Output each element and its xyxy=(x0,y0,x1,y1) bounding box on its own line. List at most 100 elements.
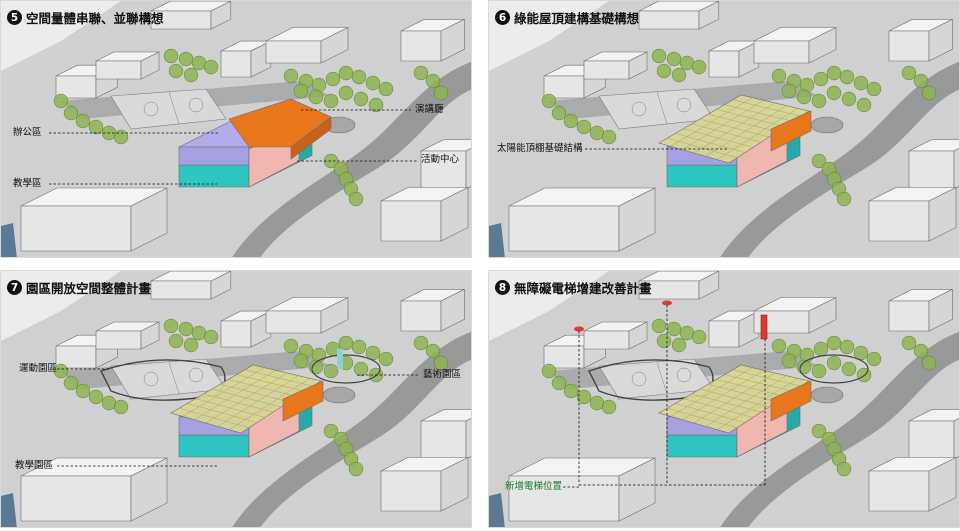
tree-icon xyxy=(168,63,184,79)
panel-number: 5 xyxy=(7,10,22,25)
building-side xyxy=(140,321,160,350)
scene-illustration xyxy=(1,271,471,527)
tree-icon xyxy=(63,375,79,391)
tree-icon xyxy=(425,73,441,89)
elevator-marker xyxy=(574,326,584,332)
tree-icon xyxy=(308,89,324,105)
tree-icon xyxy=(853,75,869,91)
court-circle xyxy=(188,97,204,113)
tree-icon xyxy=(425,343,441,359)
tree-icon xyxy=(203,329,219,345)
panel-number: 7 xyxy=(7,280,22,295)
building-front xyxy=(95,330,142,350)
building-front xyxy=(908,420,955,460)
building-front xyxy=(265,40,322,64)
tree-icon xyxy=(656,333,672,349)
tree-icon xyxy=(826,85,842,101)
court-circle xyxy=(631,371,647,387)
hillside xyxy=(1,271,121,341)
tree-icon xyxy=(541,363,557,379)
tree-icon xyxy=(651,318,667,334)
scene-illustration xyxy=(489,1,959,257)
tree-icon xyxy=(671,67,687,83)
label-auditorium: 演講廳 xyxy=(415,104,444,115)
tree-icon xyxy=(541,93,557,109)
auditorium-side xyxy=(290,116,332,160)
court-circle xyxy=(631,101,647,117)
court-line xyxy=(656,361,668,395)
basketball-court xyxy=(110,88,227,130)
tree-icon xyxy=(691,329,707,345)
solar-canopy xyxy=(658,94,810,164)
hillside xyxy=(1,1,121,71)
building-side xyxy=(130,187,168,252)
hillside xyxy=(489,271,609,341)
tree-icon xyxy=(88,119,104,135)
tree-icon xyxy=(813,71,829,87)
tree-icon xyxy=(75,383,91,399)
solar-grid-line xyxy=(205,372,288,424)
building-side xyxy=(953,418,959,460)
tree-icon xyxy=(323,363,339,379)
tree-icon xyxy=(836,461,852,477)
tree-icon xyxy=(551,375,567,391)
building-side xyxy=(440,288,465,332)
label-solar-structure: 太陽能頂棚基礎結構 xyxy=(497,143,583,154)
tree-icon xyxy=(311,77,327,93)
tree-icon xyxy=(811,93,827,109)
auditorium-block xyxy=(282,380,324,422)
building-side xyxy=(465,418,471,460)
building-front xyxy=(400,300,442,332)
building-side xyxy=(628,51,648,80)
building-front xyxy=(908,150,955,190)
panel-number: 6 xyxy=(495,10,510,25)
tree-icon xyxy=(841,361,857,377)
building-front xyxy=(508,205,620,252)
water xyxy=(489,493,505,527)
solar-grid-line xyxy=(217,375,299,427)
tree-icon xyxy=(88,389,104,405)
label-sports-park: 運動園區 xyxy=(19,363,58,374)
building-side xyxy=(618,187,656,252)
tree-icon xyxy=(378,351,394,367)
tree-icon xyxy=(353,91,369,107)
solar-grid-line xyxy=(705,105,787,157)
label-teaching: 教學區 xyxy=(13,178,42,189)
solar-grid-line xyxy=(670,367,753,417)
building-side xyxy=(808,297,837,334)
building-side xyxy=(928,18,953,62)
tree-icon xyxy=(601,399,617,415)
tree-icon xyxy=(283,68,299,84)
panel-title: 6 綠能屋頂建構基礎構想 xyxy=(495,8,639,27)
building-front xyxy=(888,30,930,62)
hillside xyxy=(489,1,609,71)
tree-icon xyxy=(413,65,429,81)
panel-title-text: 綠能屋頂建構基礎構想 xyxy=(514,11,640,26)
tree-icon xyxy=(836,191,852,207)
tree-icon xyxy=(901,335,917,351)
tree-icon xyxy=(666,51,682,67)
solar-canopy xyxy=(658,364,810,434)
tree-icon xyxy=(348,461,364,477)
court-circle xyxy=(676,367,692,383)
tree-icon xyxy=(811,153,827,169)
building-front xyxy=(888,300,930,332)
building-front xyxy=(400,30,442,62)
auditorium-block xyxy=(770,380,812,422)
building-side xyxy=(130,457,168,522)
tree-icon xyxy=(666,321,682,337)
tree-icon xyxy=(178,51,194,67)
building-front xyxy=(708,50,740,78)
building-front xyxy=(150,280,212,300)
tree-icon xyxy=(338,65,354,81)
building-side xyxy=(628,321,648,350)
building-side xyxy=(928,187,957,242)
court-line xyxy=(656,91,668,125)
auditorium-block xyxy=(770,110,812,152)
elevator-tower xyxy=(760,314,768,340)
building-front xyxy=(380,470,442,512)
building-front xyxy=(708,320,740,348)
scene-illustration xyxy=(1,1,471,257)
building-side xyxy=(140,51,160,80)
solar-grid-line xyxy=(229,378,310,430)
